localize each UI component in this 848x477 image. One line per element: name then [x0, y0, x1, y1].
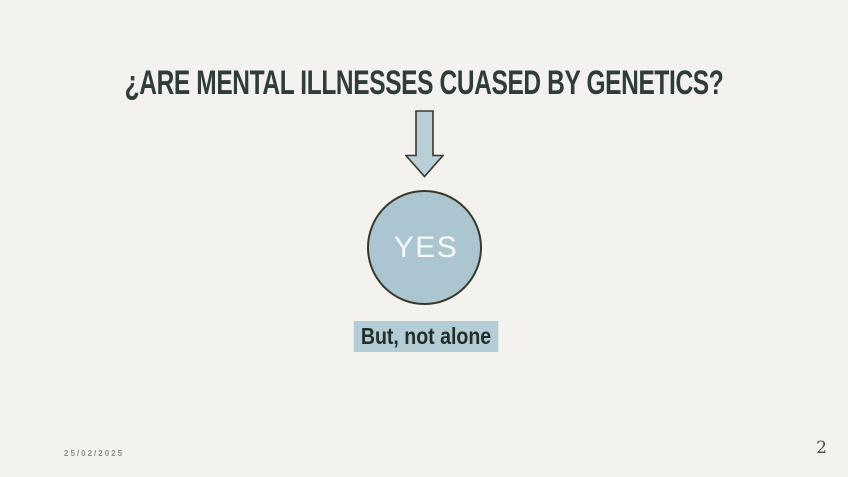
caption-text: But, not alone	[360, 323, 492, 349]
slide-date: 25/02/2025	[64, 449, 125, 458]
slide-title: ¿ARE MENTAL ILLNESSES CUASED BY GENETICS…	[124, 64, 724, 102]
answer-circle-shape: YES	[367, 190, 482, 305]
arrow-down-icon	[405, 110, 444, 178]
answer-circle-label: YES	[393, 230, 459, 264]
slide-page-number: 2	[816, 438, 827, 458]
caption-highlight: But, not alone	[353, 321, 499, 352]
